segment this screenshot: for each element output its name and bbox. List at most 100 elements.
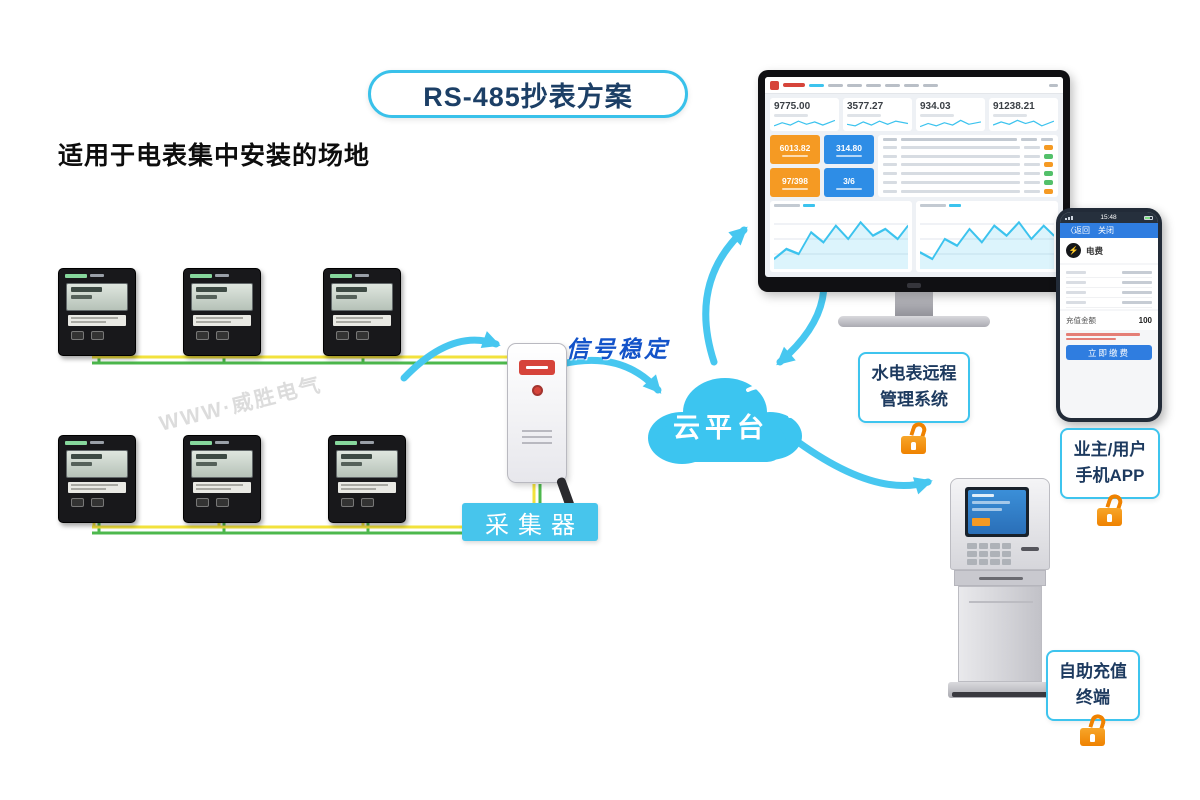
- kpi-card-blue: 314.80: [824, 135, 874, 164]
- meter-brand-strip: [184, 269, 260, 282]
- phone-time: 15:48: [1100, 214, 1117, 221]
- meter-buttons: [336, 331, 400, 340]
- cloud-label: 云平台: [673, 413, 769, 443]
- signal-stable-label: 信号稳定: [566, 336, 670, 362]
- electric-meter-5: [183, 435, 261, 523]
- dashboard-logo-icon: [770, 80, 779, 90]
- phone-account-info: [1060, 265, 1158, 309]
- stat-value: 934.03: [920, 101, 951, 112]
- dashboard-nav-item: [866, 83, 881, 87]
- collector-vents: [522, 430, 552, 444]
- owner-app-line1: 业主/用户: [1073, 440, 1147, 459]
- dashboard-nav-item: [904, 83, 919, 87]
- kiosk-card-slot: [1021, 547, 1039, 551]
- meter-label-strip: [68, 482, 126, 493]
- dashboard-nav-item: [885, 83, 900, 87]
- electric-meter-3: [323, 268, 401, 356]
- dashboard-screenshot: 9775.00 3577.27 934.03: [765, 77, 1063, 277]
- monitor-logo-dot: [907, 283, 921, 288]
- arrow-meters-to-collector: [400, 331, 501, 382]
- meter-buttons: [196, 331, 260, 340]
- monitor-stand-neck: [895, 292, 933, 316]
- data-collector-device: [507, 343, 576, 510]
- monitor-stand-base: [838, 316, 990, 327]
- desktop-monitor: 9775.00 3577.27 934.03: [758, 70, 1070, 327]
- open-lock-icon: [1096, 492, 1125, 526]
- kiosk-screen: [965, 487, 1029, 537]
- recharge-terminal-label: 自助充值 终端: [1046, 650, 1140, 721]
- meter-lcd: [191, 283, 253, 311]
- arrow-cloud-to-kiosk: [794, 438, 933, 495]
- meter-label-strip: [333, 315, 391, 326]
- meter-lcd: [336, 450, 398, 478]
- meter-label-strip: [193, 482, 251, 493]
- stat-card: 3577.27: [843, 98, 912, 131]
- recharge-terminal-line1: 自助充值: [1059, 662, 1127, 681]
- kpi-card-blue: 3/6: [824, 168, 874, 197]
- battery-icon: [1144, 215, 1153, 220]
- dashboard-line-chart-right: [916, 201, 1058, 272]
- cloud-shape: [648, 378, 802, 464]
- management-system-line1: 水电表远程: [871, 364, 957, 383]
- kiosk-base: [948, 682, 1052, 698]
- dashboard-nav-item: [923, 83, 938, 87]
- dashboard-nav-item: [809, 83, 824, 87]
- meter-lcd: [66, 283, 128, 311]
- amount-value: 100: [1138, 316, 1152, 325]
- meter-brand-strip: [59, 436, 135, 449]
- collector-red-label: [519, 360, 555, 375]
- owner-app-line2: 手机APP: [1075, 466, 1145, 486]
- phone-status-bar: 15:48: [1060, 212, 1158, 223]
- dashboard-kpi-cards: 6013.82 314.80 97/398 3/6: [770, 135, 874, 197]
- amount-label: 充值金额: [1066, 316, 1096, 325]
- kiosk-cabinet: [958, 586, 1042, 682]
- meter-buttons: [196, 498, 260, 507]
- owner-app-label: 业主/用户 手机APP: [1060, 428, 1160, 499]
- arrow-collector-to-cloud: [558, 356, 662, 394]
- stat-value: 91238.21: [993, 101, 1035, 112]
- phone-meter-header: ⚡ 电费: [1060, 238, 1158, 263]
- dashboard-nav-item: [828, 83, 843, 87]
- kiosk-keypad: [967, 543, 1011, 565]
- meter-buttons: [341, 498, 405, 507]
- meter-lcd: [191, 450, 253, 478]
- kpi-card-orange: 97/398: [770, 168, 820, 197]
- collector-caption: 采集器: [462, 503, 598, 541]
- meter-buttons: [71, 331, 135, 340]
- dashboard-table: [878, 135, 1058, 197]
- stat-card: 934.03: [916, 98, 985, 131]
- electricity-icon: ⚡: [1066, 243, 1081, 258]
- meter-brand-strip: [59, 269, 135, 282]
- phone-nav-bar: 〈返回 关闭: [1060, 223, 1158, 238]
- signal-bars-icon: [1065, 215, 1073, 220]
- meter-brand-strip: [324, 269, 400, 282]
- meter-label-strip: [68, 315, 126, 326]
- dashboard-line-chart-left: [770, 201, 912, 272]
- smartphone-mockup: 15:48 〈返回 关闭 ⚡ 电费 充值金额 100 立即缴费: [1056, 208, 1162, 422]
- recharge-amount-row: 充值金额 100: [1060, 311, 1158, 330]
- meter-label-strip: [193, 315, 251, 326]
- meter-type-label: 电费: [1086, 245, 1104, 256]
- stat-value: 3577.27: [847, 101, 884, 112]
- meter-lcd: [331, 283, 393, 311]
- recharge-terminal-line2: 终端: [1076, 688, 1110, 708]
- dashboard-logo-text: [783, 83, 805, 87]
- back-button: 〈返回: [1066, 226, 1090, 235]
- subtitle: 适用于电表集中安装的场地: [58, 142, 371, 170]
- open-lock-icon: [1079, 712, 1108, 746]
- open-lock-icon: [900, 420, 929, 454]
- meter-lcd: [66, 450, 128, 478]
- cloud-platform: 云平台: [630, 356, 812, 476]
- kpi-card-orange: 6013.82: [770, 135, 820, 164]
- meter-brand-strip: [329, 436, 405, 449]
- collector-button: [531, 385, 543, 396]
- meter-label-strip: [338, 482, 396, 493]
- title-text: RS-485抄表方案: [423, 81, 633, 112]
- electric-meter-4: [58, 435, 136, 523]
- electric-meter-1: [58, 268, 136, 356]
- meter-brand-strip: [184, 436, 260, 449]
- stat-card: 9775.00: [770, 98, 839, 131]
- kiosk-receipt-slot: [954, 570, 1046, 586]
- electric-meter-6: [328, 435, 406, 523]
